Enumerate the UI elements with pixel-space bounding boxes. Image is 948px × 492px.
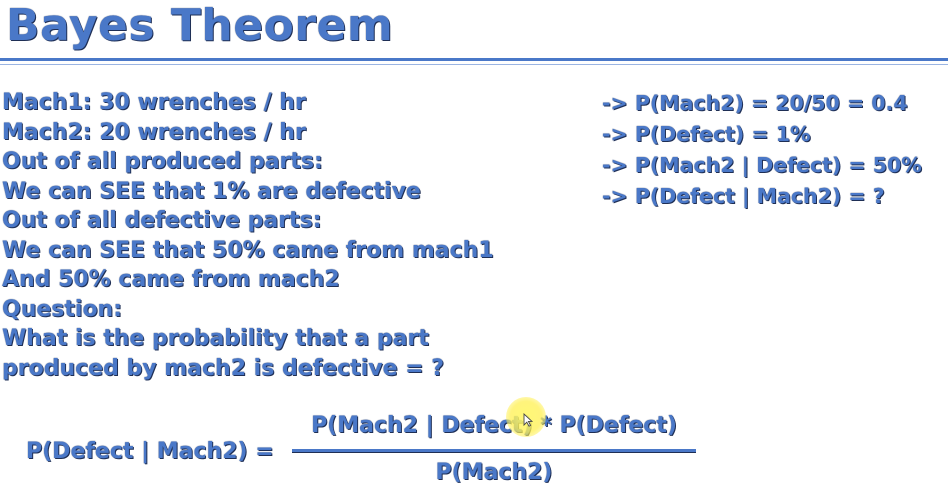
text-line-defective-rate: We can SEE that 1% are defective xyxy=(2,178,421,204)
title-divider-shadow xyxy=(0,64,948,65)
text-line-mach2-rate: Mach2: 20 wrenches / hr xyxy=(2,119,306,145)
text-line-mach1-share: We can SEE that 50% came from mach1 xyxy=(2,237,494,263)
text-line-question-label: Question: xyxy=(2,296,123,322)
formula-denominator: P(Mach2) xyxy=(435,460,553,485)
probability-defect-given-mach2: -> P(Defect | Mach2) = ? xyxy=(602,184,885,208)
problem-statement: Mach1: 30 wrenches / hr Mach2: 20 wrench… xyxy=(2,88,562,383)
text-line-mach2-share: And 50% came from mach2 xyxy=(2,267,340,292)
text-line-mach1-rate: Mach1: 30 wrenches / hr xyxy=(2,90,306,115)
text-line-defective-parts: Out of all defective parts: xyxy=(2,208,322,233)
probability-mach2-given-defect: -> P(Mach2 | Defect) = 50% xyxy=(602,153,922,177)
text-line-question-part2: produced by mach2 is defective = ? xyxy=(2,355,445,381)
mouse-pointer-icon xyxy=(523,413,533,427)
formula-left-side: P(Defect | Mach2) = xyxy=(26,439,274,464)
probability-mach2: -> P(Mach2) = 20/50 = 0.4 xyxy=(602,91,908,115)
slide-title: Bayes Theorem xyxy=(6,0,394,51)
probability-defect: -> P(Defect) = 1% xyxy=(602,122,811,146)
text-line-question-part1: What is the probability that a part xyxy=(2,326,429,351)
probability-list: -> P(Mach2) = 20/50 = 0.4 -> P(Defect) =… xyxy=(602,88,948,212)
title-divider xyxy=(0,58,948,61)
formula-fraction-bar xyxy=(292,449,696,452)
text-line-produced-parts: Out of all produced parts: xyxy=(2,149,323,174)
formula-numerator: P(Mach2 | Defect) * P(Defect) xyxy=(311,413,677,438)
